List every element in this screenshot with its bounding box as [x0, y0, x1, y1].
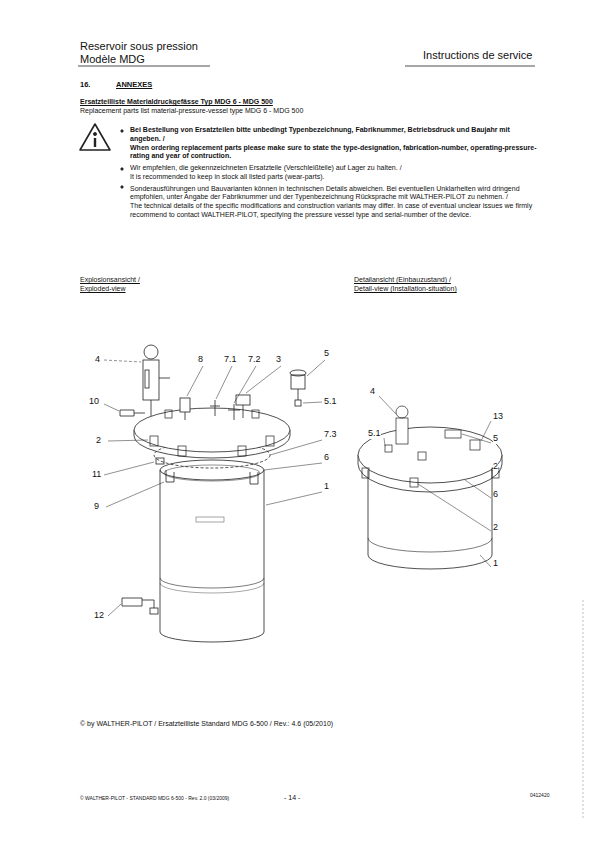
header-text: Instructions de service — [423, 49, 532, 63]
page-number: - 14 - — [284, 794, 300, 803]
view-title: Exploded-view — [80, 285, 126, 294]
note-text: The technical details of the specific mo… — [130, 202, 540, 220]
callout-number: 7.3 — [324, 429, 337, 440]
note-text: Bei Bestellung von Ersatzteilen bitte un… — [130, 126, 540, 144]
callout-number: 1 — [493, 558, 498, 569]
callout-number: 5.1 — [324, 396, 337, 407]
page-footer: © WALTHER-PILOT - STANDARD MDG 6-500 - R… — [80, 795, 229, 801]
callout-number: 6 — [324, 452, 329, 463]
callout-number: 5 — [493, 433, 498, 444]
note-text: Wir empfehlen, die gekennzeichneten Ersa… — [130, 164, 540, 173]
callout-number: 4 — [95, 354, 100, 365]
list-title: Ersatzteilliste Materialdruckgefässe Typ… — [80, 98, 273, 107]
header-text: Modèle MDG — [80, 53, 145, 67]
callout-number: 11 — [92, 469, 101, 480]
section-heading: ANNEXES — [116, 80, 152, 89]
callout-number: 7.2 — [248, 354, 261, 365]
view-title: Detail-view (Installation-situation) — [354, 285, 457, 294]
section-number: 16. — [80, 80, 90, 89]
list-title: Replacement parts list material-pressure… — [80, 107, 303, 116]
callout-number: 5.1 — [368, 428, 381, 439]
note-text: It is recommended to keep in stock all l… — [130, 173, 540, 182]
callout-number: 3 — [276, 354, 281, 365]
callout-number: 4 — [370, 386, 375, 397]
callout-number: 5 — [324, 348, 329, 359]
callout-number: 13 — [493, 411, 503, 422]
header-text: Reservoir sous pression — [80, 40, 198, 54]
callout-number: 7.1 — [224, 354, 237, 365]
callout-number: 9 — [94, 501, 99, 512]
view-title: Detailansicht (Einbauzustand) / — [354, 276, 451, 285]
callout-number: 1 — [324, 481, 329, 492]
footer-text: © by WALTHER-PILOT / Ersatzteilliste Sta… — [80, 720, 333, 729]
callout-number: 12 — [94, 610, 104, 621]
callout-number: 2 — [96, 435, 101, 446]
callout-number: 2 — [493, 461, 498, 472]
callout-number: 10 — [89, 396, 99, 407]
note-text: Sonderausführungen und Bauvarianten könn… — [130, 185, 540, 203]
callout-number: 6 — [493, 489, 498, 500]
view-title: Explosionsansicht / — [80, 276, 140, 285]
note-text: When ordering replacement parts please m… — [130, 144, 540, 162]
callout-number: 8 — [198, 354, 203, 365]
callout-number: 2 — [493, 522, 498, 533]
document-number: 0412420 — [530, 792, 549, 798]
